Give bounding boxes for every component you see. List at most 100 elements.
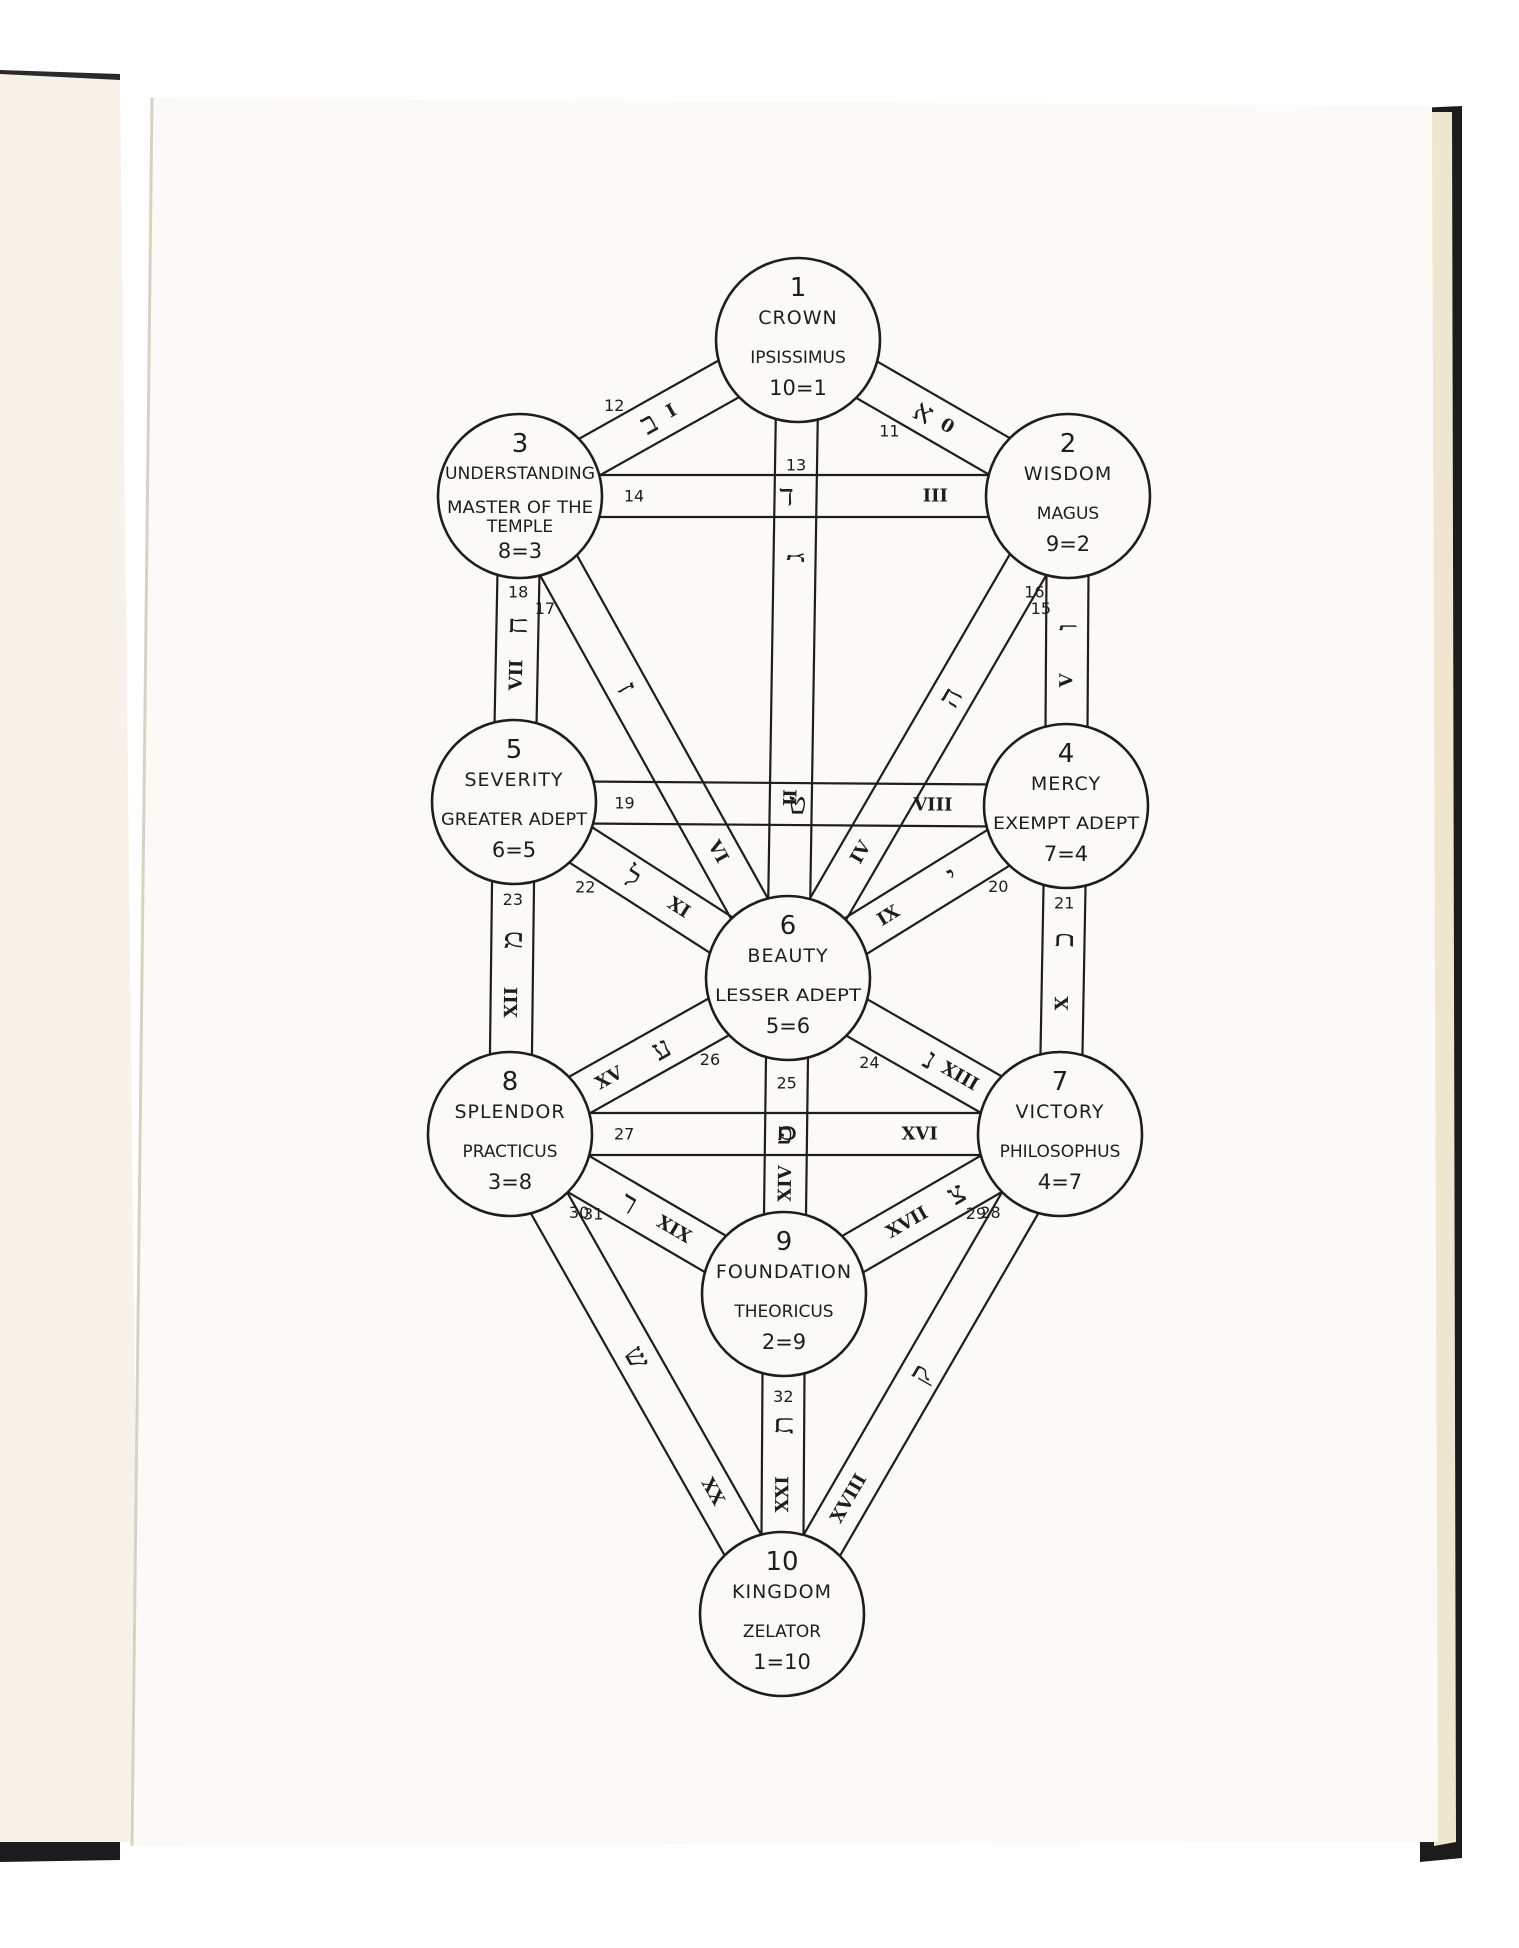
- path-number: 13: [786, 455, 806, 474]
- path-number: 29: [966, 1204, 986, 1223]
- path-tarot-numeral: VII: [506, 659, 528, 691]
- sphere-circle: [704, 894, 872, 1062]
- left-page: [0, 74, 140, 1842]
- sphere-grade-ratio: 3=8: [488, 1170, 532, 1194]
- path-number: 21: [1054, 894, 1074, 913]
- sphere-circle: [976, 1050, 1144, 1218]
- path-number: 15: [1031, 599, 1051, 618]
- path-letter: ד: [779, 479, 793, 514]
- path-edge: [514, 779, 1067, 787]
- sphere-number: 3: [512, 429, 529, 459]
- path-tarot-numeral: III: [923, 486, 948, 507]
- path-letter: ג: [777, 552, 812, 562]
- sphere-number: 9: [776, 1227, 793, 1257]
- sphere-grade: MAGUS: [1037, 504, 1099, 524]
- sphere-circle: [700, 1210, 868, 1378]
- spheres-layer: 1CROWNIPSISSIMUS10=12WISDOMMAGUS9=23UNDE…: [426, 256, 1152, 1698]
- path-edge: [500, 505, 771, 989]
- path-number: 27: [614, 1125, 634, 1144]
- path-number: 11: [879, 421, 899, 440]
- sphere-grade: GREATER ADEPT: [441, 810, 588, 830]
- path-number: 23: [503, 890, 523, 909]
- path-number: 25: [776, 1073, 796, 1092]
- path-tarot-numeral: VIII: [912, 794, 952, 815]
- sphere-number: 6: [780, 911, 797, 941]
- path-tarot-numeral: V: [1056, 672, 1077, 688]
- sphere-number: 7: [1052, 1067, 1069, 1097]
- sphere-grade-ratio: 1=10: [753, 1650, 811, 1674]
- path-edge: [527, 1123, 802, 1605]
- sphere-grade-ratio: 7=4: [1044, 842, 1088, 866]
- sphere-number: 2: [1060, 429, 1077, 459]
- sphere-grade: THEORICUS: [733, 1302, 833, 1322]
- path-number: 12: [604, 396, 624, 415]
- path-13: ג II 13: [765, 339, 821, 979]
- path-19: ט VIII 19: [513, 779, 1067, 829]
- sphere-grade-ratio: 4=7: [1038, 1170, 1082, 1194]
- path-edge: [490, 1143, 765, 1625]
- book-cover-left: [0, 1836, 120, 1862]
- sphere-name: MERCY: [1031, 773, 1101, 795]
- sphere-name: SPLENDOR: [454, 1101, 565, 1123]
- path-letter: פ: [777, 1117, 793, 1152]
- sphere-name: KINGDOM: [732, 1581, 832, 1603]
- path-edge: [799, 1143, 1080, 1626]
- sphere-grade: PRACTICUS: [462, 1142, 557, 1162]
- path-letter: ו: [1050, 623, 1085, 631]
- sphere-grade-ratio: 10=1: [769, 376, 827, 400]
- sphere-name: CROWN: [758, 307, 837, 329]
- sphere-name: BEAUTY: [747, 945, 828, 967]
- path-edge: [807, 340, 821, 979]
- sphere-name: WISDOM: [1024, 463, 1112, 485]
- sphere-grade-ratio: 9=2: [1046, 532, 1090, 556]
- sphere-number: 5: [506, 735, 523, 765]
- page-gutter-line: [130, 97, 154, 1847]
- path-number: 24: [859, 1053, 879, 1072]
- path-letter: ס: [768, 1124, 803, 1142]
- path-14: ד III 14: [520, 473, 1068, 519]
- path-letter: כ: [1046, 932, 1081, 947]
- sphere-name: FOUNDATION: [716, 1261, 852, 1283]
- path-number: 18: [508, 582, 528, 601]
- path-number: 31: [583, 1204, 603, 1223]
- path-number: 22: [575, 878, 595, 897]
- sphere-circle: [436, 412, 604, 580]
- path-letter: מ: [495, 931, 530, 949]
- path-edge: [765, 339, 779, 978]
- path-tarot-numeral: XII: [501, 987, 522, 1018]
- sphere-grade-line2: TEMPLE: [486, 517, 553, 537]
- sphere-number: 1: [790, 273, 807, 303]
- sphere-name: SEVERITY: [464, 769, 563, 791]
- sphere-grade: ZELATOR: [743, 1622, 821, 1642]
- path-tarot-numeral: II: [780, 789, 801, 806]
- path-number: 16: [1024, 582, 1044, 601]
- path-number: 26: [700, 1050, 720, 1069]
- path-edge: [805, 505, 1088, 990]
- path-tarot-numeral: XXI: [772, 1476, 793, 1512]
- sphere-circle: [982, 722, 1150, 890]
- path-number: 32: [773, 1387, 793, 1406]
- sphere-grade-ratio: 2=9: [762, 1330, 806, 1354]
- path-edge: [537, 485, 808, 969]
- sphere-number: 10: [765, 1547, 798, 1577]
- sphere-name: VICTORY: [1015, 1101, 1104, 1123]
- sphere-circle: [698, 1530, 866, 1698]
- path-number: 19: [614, 793, 634, 812]
- sphere-grade-ratio: 5=6: [766, 1014, 810, 1038]
- sphere-grade: EXEMPT ADEPT: [993, 814, 1140, 834]
- sphere-grade-ratio: 6=5: [492, 838, 536, 862]
- path-number: 14: [624, 487, 644, 506]
- sphere-number: 8: [502, 1067, 519, 1097]
- path-letter: ט: [788, 786, 806, 821]
- path-edge: [513, 821, 1066, 829]
